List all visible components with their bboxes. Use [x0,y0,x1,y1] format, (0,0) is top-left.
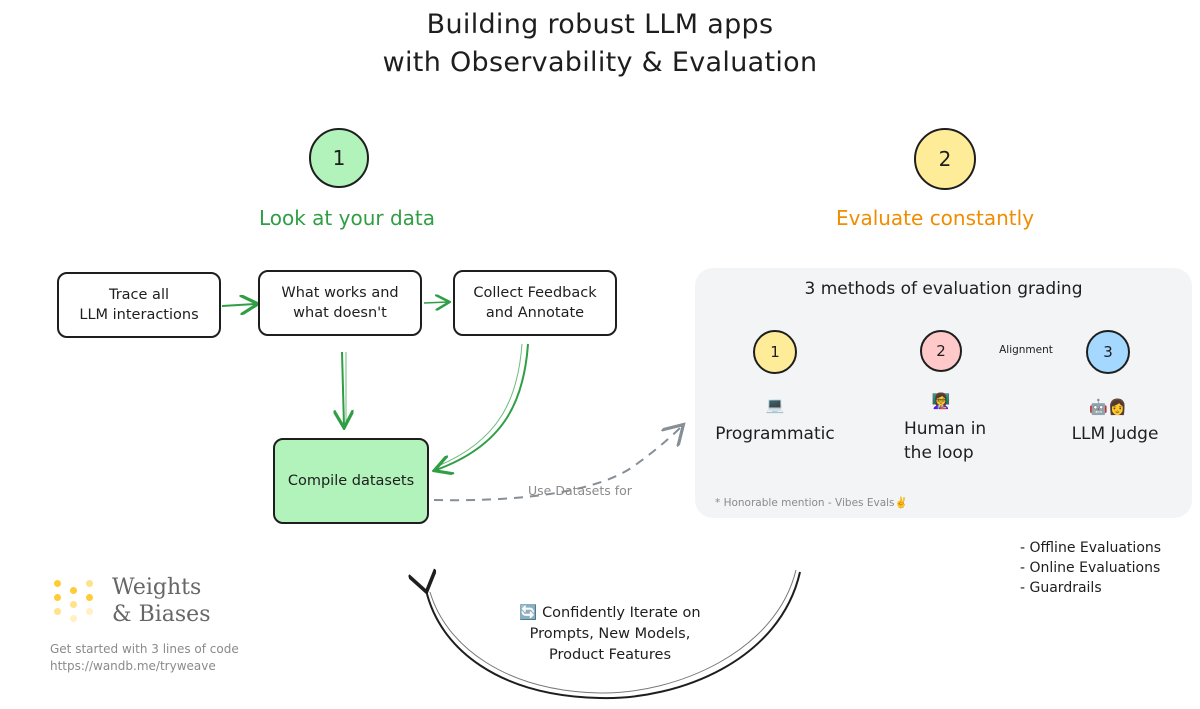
method-3-number: 3 [1103,343,1113,361]
list-item: - Online Evaluations [1020,560,1161,576]
arrow-whatworks-to-compile [342,351,344,426]
panel-title: 3 methods of evaluation grading [804,279,1083,299]
refresh-icon: 🔄 [519,605,538,621]
logo-dot [70,587,77,594]
alignment-label: Alignment [999,344,1053,356]
method-2-badge: 2 [920,330,962,372]
step-1-heading: Look at your data [258,206,436,230]
method-1-badge: 1 [753,330,797,374]
logo-dot [54,594,61,601]
method-3-label: LLM Judge [1071,424,1159,444]
logo-dot [70,601,77,608]
compile-datasets-box: Compile datasets [273,438,429,524]
evaluation-types-list: - Offline Evaluations - Online Evaluatio… [1020,538,1161,598]
iterate-text: Confidently Iterate on Prompts, New Mode… [529,605,701,663]
iterate-loop-arrow [426,572,801,700]
step-2-heading: Evaluate constantly [835,206,1035,230]
teacher-icon: 👩‍🏫 [931,392,951,410]
step-1-number: 1 [332,146,346,170]
brand-url[interactable]: https://wandb.me/tryweave [50,659,216,673]
step-1-badge: 1 [309,128,369,188]
logo-dot [86,608,93,615]
arrow-whatworks-to-collect [423,302,448,303]
evaluation-methods-panel [695,268,1192,518]
brand-name-line1: Weights [112,575,202,600]
robot-judge-icon: 🤖👩 [1089,398,1127,416]
page-title: Building robust LLM apps with Observabil… [382,9,818,78]
arrow-trace-to-whatworks [221,304,256,306]
use-datasets-label: Use Datasets for [528,483,632,498]
method-2-number: 2 [936,342,946,360]
method-1-number: 1 [770,343,780,361]
logo-dot [54,580,61,587]
logo-dot [86,580,93,587]
step-2-badge: 2 [914,128,976,190]
list-item: - Guardrails [1020,580,1102,596]
laptop-icon: 💻 [765,396,785,414]
what-works-box: What works and what doesn't [258,270,422,336]
trace-box: Trace all LLM interactions [57,272,221,338]
method-2-label: Human in the loop [904,419,987,463]
brand-tagline: Get started with 3 lines of code [50,642,239,656]
arrow-datasets-to-panel [433,426,682,502]
collect-feedback-box: Collect Feedback and Annotate [453,270,617,336]
logo-dot [70,615,77,622]
iterate-block: 🔄 Confidently Iterate on Prompts, New Mo… [490,603,730,666]
panel-footnote: * Honorable mention - Vibes Evals✌️ [715,497,908,509]
list-item: - Offline Evaluations [1020,540,1162,556]
wandb-logo-mark [52,578,102,628]
logo-dot [86,594,93,601]
arrow-collect-to-compile [436,343,529,470]
method-3-badge: 3 [1086,330,1130,374]
step-2-number: 2 [938,147,952,171]
brand-name: Weights & Biases [112,574,211,628]
method-1-label: Programmatic [715,424,835,444]
logo-dot [54,608,61,615]
brand-name-line2: & Biases [112,602,211,627]
